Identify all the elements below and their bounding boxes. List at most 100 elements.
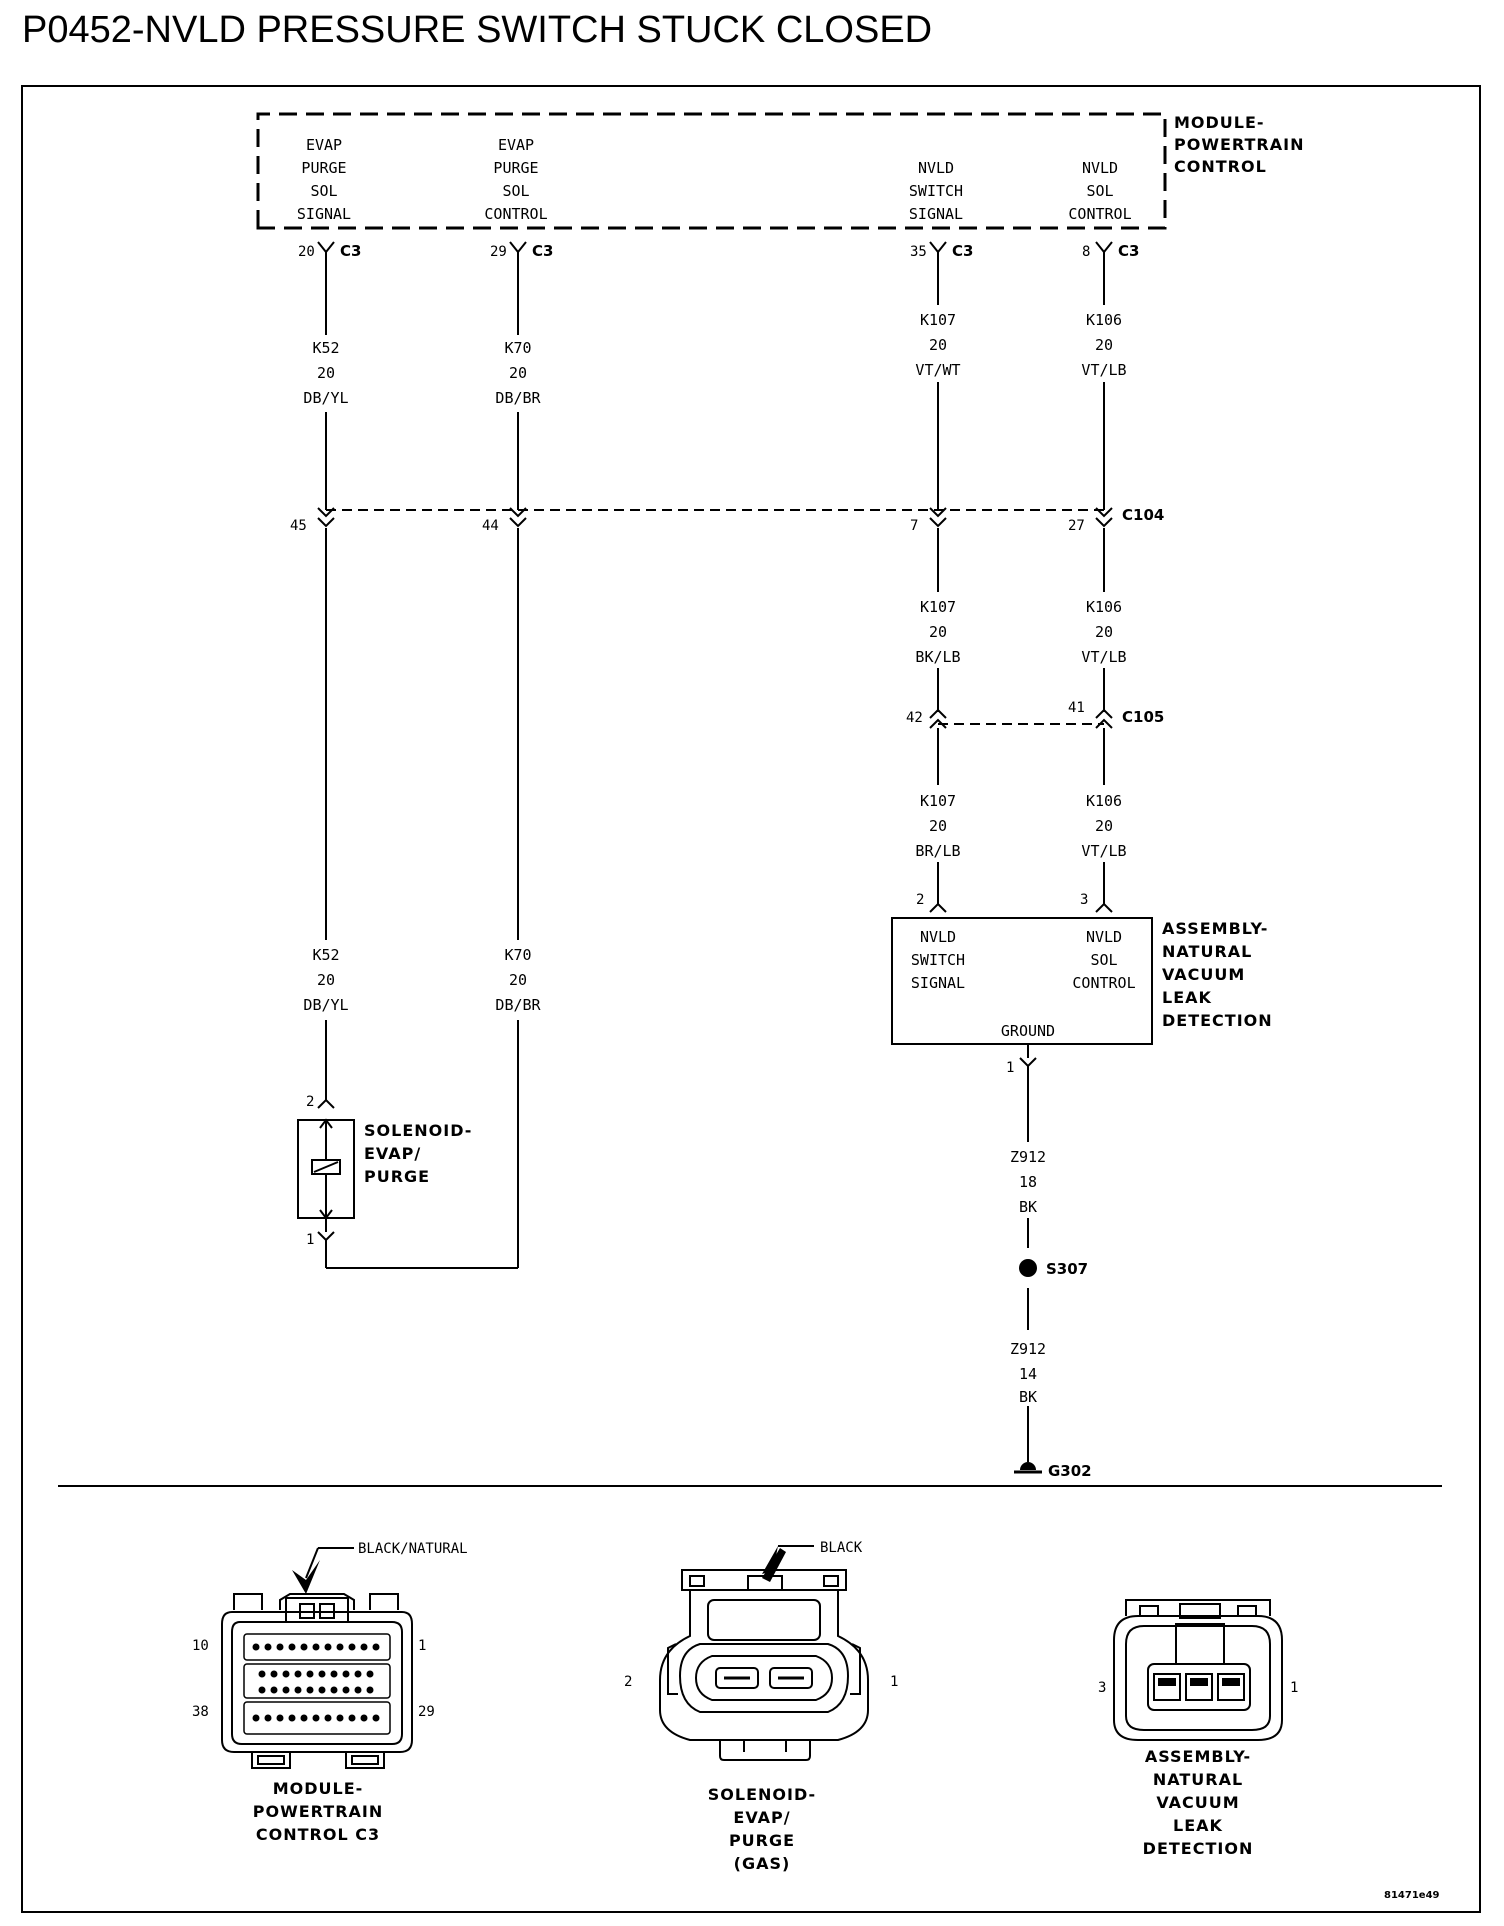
solenoid-conn-name-line4: (GAS)	[734, 1854, 791, 1873]
c104-pin-27: 27	[1068, 518, 1085, 534]
solenoid-conn-color-label: BLACK	[820, 1540, 863, 1556]
c104-pin-44: 44	[482, 518, 499, 534]
nvld-assembly: 2 3 NVLD SWITCH SIGNAL NVLD SOL CONTROL …	[891, 892, 1273, 1076]
pcm-connector-c3-d: C3	[1118, 242, 1139, 260]
pcm-connector-c3-c: C3	[952, 242, 973, 260]
pcm-pin3-label-l2: SWITCH	[909, 182, 963, 200]
ground-icon	[1020, 1462, 1036, 1470]
nvld-ground-label: GROUND	[1001, 1022, 1055, 1040]
splice-s307: S307	[1019, 1259, 1088, 1278]
solenoid-conn-pin-2: 2	[624, 1674, 632, 1690]
wire-z912-upper-gauge: 18	[1019, 1173, 1037, 1191]
wire-k52-lower-id: K52	[312, 946, 339, 964]
wire-k52-upper-color: DB/YL	[303, 389, 348, 407]
connector-view-nvld: 3 1 ASSEMBLY- NATURAL VACUUM LEAK DETECT…	[1098, 1599, 1298, 1858]
wire-k107-mid-id: K107	[920, 598, 956, 616]
pcm-module: MODULE- POWERTRAIN CONTROL EVAP PURGE SO…	[256, 112, 1303, 260]
wire-z912-lower-gauge: 14	[1019, 1365, 1037, 1383]
nvld-pin-3: 3	[1080, 892, 1088, 908]
wire-k107-lower-id: K107	[920, 792, 956, 810]
solenoid-conn-housing	[659, 1590, 869, 1741]
nvld-name-line3: VACUUM	[1162, 965, 1245, 984]
nvld-conn-name-line1: ASSEMBLY-	[1145, 1747, 1251, 1766]
wire-k106-mid-color: VT/LB	[1081, 648, 1126, 666]
nvld-name-line2: NATURAL	[1162, 942, 1252, 961]
nvld-left-label-l1: NVLD	[920, 928, 956, 946]
nvld-conn-pin-1: 1	[1290, 1680, 1298, 1696]
solenoid-conn-name-line2: EVAP/	[733, 1808, 790, 1827]
wire-z912-lower-color: BK	[1019, 1388, 1037, 1406]
wire-k106-mid-id: K106	[1086, 598, 1122, 616]
solenoid-evap-purge: 2 1 SOLENOID- EVAP/ PURGE	[297, 1094, 471, 1248]
wire-k107-mid-color: BK/LB	[915, 648, 960, 666]
nvld-conn-cavity-1	[1217, 1673, 1245, 1701]
wire-k107-upper-id: K107	[920, 311, 956, 329]
connector-view-pcm-c3: BLACK/NATURAL 10 1 38 29 MODULE- POWERTR…	[192, 1541, 468, 1844]
wire-z912-upper-id: Z912	[1010, 1148, 1046, 1166]
pcm-c3-name-line3: CONTROL C3	[256, 1825, 380, 1844]
wire-k106-upper-gauge: 20	[1095, 336, 1113, 354]
pcm-c3-pin-1: 1	[418, 1638, 426, 1654]
c105-pin-41: 41	[1068, 700, 1085, 716]
ground-g302: G302	[1014, 1462, 1092, 1480]
pcm-cavity-8: 8	[1082, 244, 1090, 260]
wire-k106-mid-gauge: 20	[1095, 623, 1113, 641]
wire-z912-lower-id: Z912	[1010, 1340, 1046, 1358]
solenoid-conn-name-line3: PURGE	[729, 1831, 795, 1850]
nvld-name-line5: DETECTION	[1162, 1011, 1273, 1030]
pcm-c3-cavities	[252, 1643, 380, 1722]
wire-k52-lower-gauge: 20	[317, 971, 335, 989]
wire-k52-upper-id: K52	[312, 339, 339, 357]
pcm-pin3-label-l1: NVLD	[918, 159, 954, 177]
nvld-conn-name-line2: NATURAL	[1153, 1770, 1243, 1789]
pcm-name-line3: CONTROL	[1174, 157, 1267, 176]
wire-k70-lower-gauge: 20	[509, 971, 527, 989]
solenoid-conn-cavity-2	[715, 1667, 759, 1689]
solenoid-name-line3: PURGE	[364, 1167, 430, 1186]
wire-k106-upper-color: VT/LB	[1081, 361, 1126, 379]
wire-k70-lower-id: K70	[504, 946, 531, 964]
pcm-cavity-35: 35	[910, 244, 927, 260]
splice-label: S307	[1046, 1260, 1088, 1278]
nvld-right-label-l2: SOL	[1090, 951, 1117, 969]
wire-k106-upper-id: K106	[1086, 311, 1122, 329]
solenoid-name-line2: EVAP/	[364, 1144, 421, 1163]
pcm-pin2-label-l1: EVAP	[498, 136, 534, 154]
pcm-pin3-label-l3: SIGNAL	[909, 205, 963, 223]
pcm-pin1-label-l2: PURGE	[301, 159, 346, 177]
ground-label: G302	[1048, 1462, 1092, 1480]
solenoid-pin-1: 1	[306, 1232, 314, 1248]
nvld-right-label-l3: CONTROL	[1072, 974, 1135, 992]
pcm-name-line1: MODULE-	[1174, 113, 1265, 132]
diagram-frame	[21, 85, 1481, 1913]
pcm-c3-pin-38: 38	[192, 1704, 209, 1720]
pcm-c3-pin-10: 10	[192, 1638, 209, 1654]
pcm-pin4-label-l1: NVLD	[1082, 159, 1118, 177]
nvld-conn-cavity-3	[1153, 1673, 1181, 1701]
wire-k52-lower-color: DB/YL	[303, 996, 348, 1014]
splice-dot-icon	[1019, 1259, 1037, 1277]
nvld-left-label-l3: SIGNAL	[911, 974, 965, 992]
nvld-left-label-l2: SWITCH	[911, 951, 965, 969]
wire-k70-lower-color: DB/BR	[495, 996, 541, 1014]
pcm-c3-housing	[221, 1611, 413, 1753]
nvld-conn-name-line4: LEAK	[1173, 1816, 1223, 1835]
nvld-conn-name-line3: VACUUM	[1156, 1793, 1239, 1812]
connector-view-solenoid: BLACK 2 1 SOLENOID- EVAP/ PURGE (GAS)	[624, 1540, 898, 1873]
nvld-conn-cavity-2	[1185, 1673, 1213, 1701]
wire-k70-upper-id: K70	[504, 339, 531, 357]
nvld-pin-2: 2	[916, 892, 924, 908]
wire-k52-upper-gauge: 20	[317, 364, 335, 382]
nvld-conn-pin-3: 3	[1098, 1680, 1106, 1696]
pcm-c3-color-label: BLACK/NATURAL	[358, 1541, 468, 1557]
c104-pin-45: 45	[290, 518, 307, 534]
pcm-pin1-label-l1: EVAP	[306, 136, 342, 154]
pcm-pin1-label-l3: SOL	[310, 182, 337, 200]
c104-pin-7: 7	[910, 518, 918, 534]
solenoid-conn-cavity-1	[769, 1667, 813, 1689]
nvld-name-line4: LEAK	[1162, 988, 1212, 1007]
pcm-cavity-29: 29	[490, 244, 507, 260]
wire-k70-upper-color: DB/BR	[495, 389, 541, 407]
nvld-right-label-l1: NVLD	[1086, 928, 1122, 946]
